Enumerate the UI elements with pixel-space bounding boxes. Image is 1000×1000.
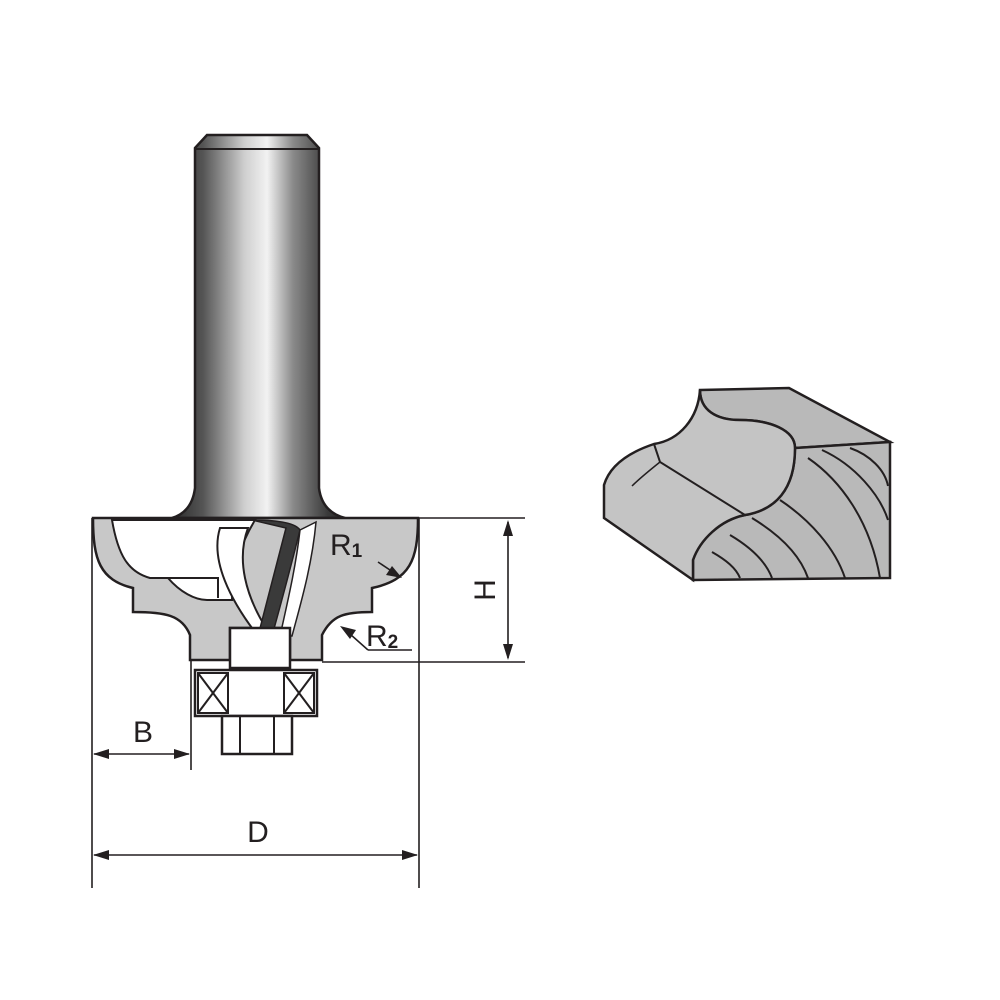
wood-grain <box>711 447 889 579</box>
d-arrow-left <box>93 850 109 860</box>
neck <box>228 626 292 670</box>
h-arrow-bottom <box>503 644 513 660</box>
d-arrow-right <box>402 850 418 860</box>
wood-step-line-2 <box>631 461 661 487</box>
cutting-face-step <box>168 577 219 598</box>
b-arrow-left <box>93 749 109 759</box>
b-label: B <box>133 716 153 749</box>
h-label: H <box>469 579 502 601</box>
r1-arrow <box>386 566 402 578</box>
dimensions <box>91 517 525 888</box>
h-arrow-top <box>503 520 513 536</box>
flute-highlight <box>279 520 317 637</box>
d-label: D <box>247 816 269 849</box>
dimension-labels: R1 R2 H B D <box>133 529 502 849</box>
router-bit <box>91 133 420 756</box>
bearing <box>193 668 319 718</box>
wood-profile <box>602 386 895 583</box>
r2-label: R2 <box>366 620 398 653</box>
shank <box>171 133 346 520</box>
b-arrow-right <box>174 749 190 759</box>
screw <box>220 714 294 756</box>
r1-label: R1 <box>330 529 363 562</box>
r2-arrow <box>340 626 356 639</box>
r2-leader <box>349 633 369 651</box>
flute-edge <box>251 519 301 637</box>
